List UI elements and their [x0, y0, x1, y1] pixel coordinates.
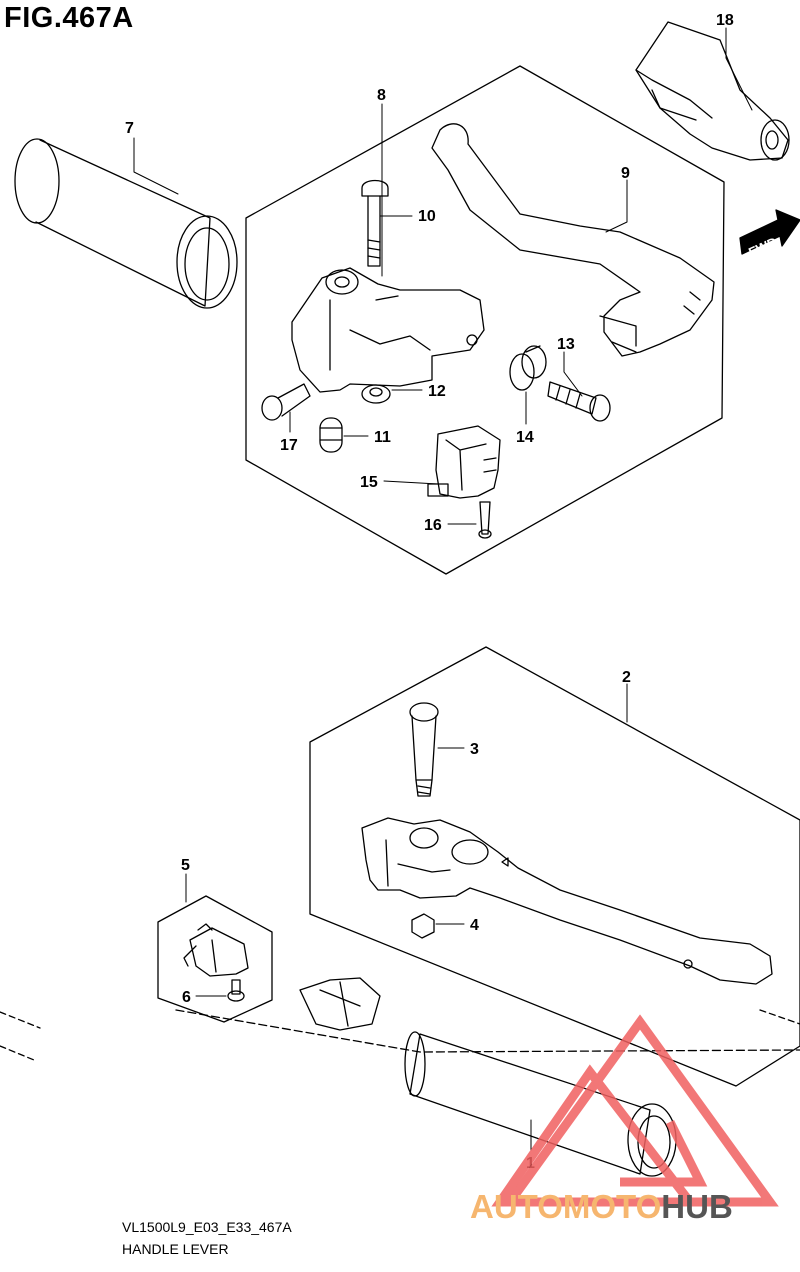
- grip-part-1: [0, 977, 800, 1177]
- screw-part-16: [478, 501, 492, 539]
- adjuster-part-14: [509, 345, 547, 391]
- callout-part-11: 11: [374, 429, 391, 446]
- callout-part-8: 8: [377, 87, 386, 104]
- bracket-part-8: [291, 267, 485, 393]
- assembly-outline-switch: [157, 895, 273, 1023]
- forward-arrow-icon: [739, 209, 800, 255]
- assembly-outline-clutch: [245, 65, 725, 575]
- sleeve-part-11: [319, 417, 343, 453]
- nut-part-12: [361, 384, 391, 404]
- assembly-outline-brake: [309, 646, 800, 1087]
- callout-part-2: 2: [622, 669, 631, 686]
- lever-part-2: [361, 817, 773, 985]
- watermark-logo: [491, 1014, 779, 1207]
- switch-part-5: [183, 923, 249, 977]
- watermark-text-secondary: HUB: [661, 1188, 733, 1225]
- callout-labels: 7 8 9 10 18 12 13 14 17 11 15 16 2 3 4 5…: [125, 12, 734, 1172]
- watermark-text-primary: AUTOMOTO: [470, 1188, 662, 1225]
- callout-part-7: 7: [125, 120, 134, 137]
- figure-title: FIG.467A: [4, 2, 134, 34]
- figure-name: HANDLE LEVER: [122, 1241, 229, 1257]
- callout-part-9: 9: [621, 165, 630, 182]
- figure-model-code: VL1500L9_E03_E33_467A: [122, 1219, 292, 1235]
- grip-part-7: [14, 138, 238, 309]
- screw-part-17: [261, 383, 311, 421]
- callout-part-14: 14: [516, 429, 534, 446]
- switch-part-15: [427, 425, 501, 499]
- callout-leaders: [133, 27, 753, 1151]
- screw-part-6: [227, 979, 245, 1002]
- callout-part-4: 4: [470, 917, 479, 934]
- boot-part-18: [635, 21, 790, 161]
- callout-part-5: 5: [181, 857, 190, 874]
- bolt-part-10: [361, 179, 389, 267]
- bolt-part-3: [409, 702, 439, 797]
- bolt-part-13: [547, 381, 611, 422]
- nut-part-4: [411, 913, 435, 939]
- lever-part-9: [431, 123, 715, 357]
- watermark-text: AUTOMOTOHUB: [470, 1188, 733, 1226]
- callout-part-16: 16: [424, 517, 442, 534]
- callout-part-18: 18: [716, 12, 734, 29]
- callout-part-12: 12: [428, 383, 446, 400]
- callout-part-10: 10: [418, 208, 436, 225]
- callout-part-3: 3: [470, 741, 479, 758]
- callout-part-15: 15: [360, 474, 378, 491]
- callout-part-17: 17: [280, 437, 298, 454]
- callout-part-13: 13: [557, 336, 575, 353]
- callout-part-6: 6: [182, 989, 191, 1006]
